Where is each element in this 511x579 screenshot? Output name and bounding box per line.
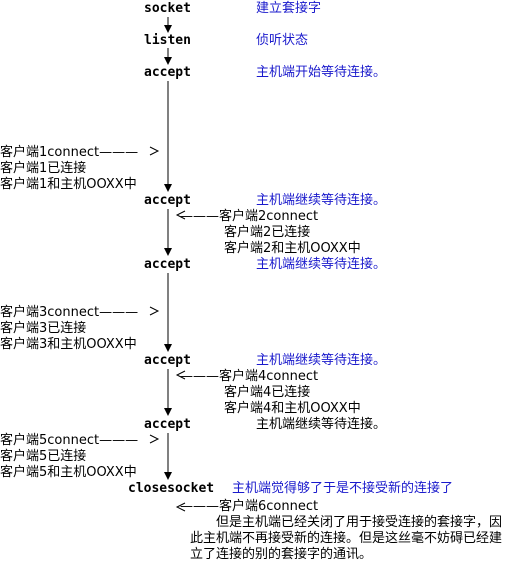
client1-talking: 客户端1和主机OOXX中 bbox=[0, 177, 137, 192]
client6-connect: ———客户端6connect bbox=[180, 499, 319, 514]
client2-connect: ———客户端2connect bbox=[180, 209, 319, 224]
step-accept-5: accept bbox=[144, 417, 191, 432]
client5-arrowhead bbox=[149, 434, 160, 444]
client4-talking: 客户端4和主机OOXX中 bbox=[224, 401, 361, 416]
note-accept-5: 主机端继续等待连接。 bbox=[256, 417, 387, 432]
client1-arrowhead bbox=[149, 146, 160, 156]
client5-connect: 客户端5connect——— bbox=[0, 433, 139, 448]
note-accept-4: 主机端继续等待连接。 bbox=[256, 353, 387, 368]
client6-arrowhead bbox=[175, 502, 186, 512]
client3-talking: 客户端3和主机OOXX中 bbox=[0, 337, 137, 352]
step-accept-4: accept bbox=[144, 353, 191, 368]
final-note: 但是主机端已经关闭了用于接受连接的套接字，因此主机端不再接受新的连接。但是这丝毫… bbox=[190, 515, 503, 562]
client4-arrowhead bbox=[175, 370, 186, 380]
step-accept-1: accept bbox=[144, 65, 191, 80]
client5-talking: 客户端5和主机OOXX中 bbox=[0, 465, 137, 480]
note-accept-3: 主机端继续等待连接。 bbox=[256, 257, 387, 272]
note-accept-2: 主机端继续等待连接。 bbox=[256, 193, 387, 208]
step-listen: listen bbox=[144, 33, 191, 48]
client3-arrowhead bbox=[149, 306, 160, 316]
client2-talking: 客户端2和主机OOXX中 bbox=[224, 241, 361, 256]
step-accept-2: accept bbox=[144, 193, 191, 208]
client1-connect: 客户端1connect——— bbox=[0, 145, 139, 160]
note-accept-1: 主机端开始等待连接。 bbox=[256, 65, 387, 80]
client1-connected: 客户端1已连接 bbox=[0, 161, 87, 176]
step-closesocket: closesocket bbox=[128, 481, 215, 496]
note-socket: 建立套接字 bbox=[256, 1, 322, 16]
client3-connect: 客户端3connect——— bbox=[0, 305, 139, 320]
note-listen: 侦听状态 bbox=[256, 33, 309, 48]
client3-connected: 客户端3已连接 bbox=[0, 321, 87, 336]
step-socket: socket bbox=[144, 1, 191, 16]
client4-connected: 客户端4已连接 bbox=[224, 385, 311, 400]
client2-arrowhead bbox=[175, 210, 186, 220]
client5-connected: 客户端5已连接 bbox=[0, 449, 87, 464]
note-closesocket: 主机端觉得够了于是不接受新的连接了 bbox=[232, 481, 454, 496]
client2-connected: 客户端2已连接 bbox=[224, 225, 311, 240]
client4-connect: ———客户端4connect bbox=[180, 369, 319, 384]
step-accept-3: accept bbox=[144, 257, 191, 272]
